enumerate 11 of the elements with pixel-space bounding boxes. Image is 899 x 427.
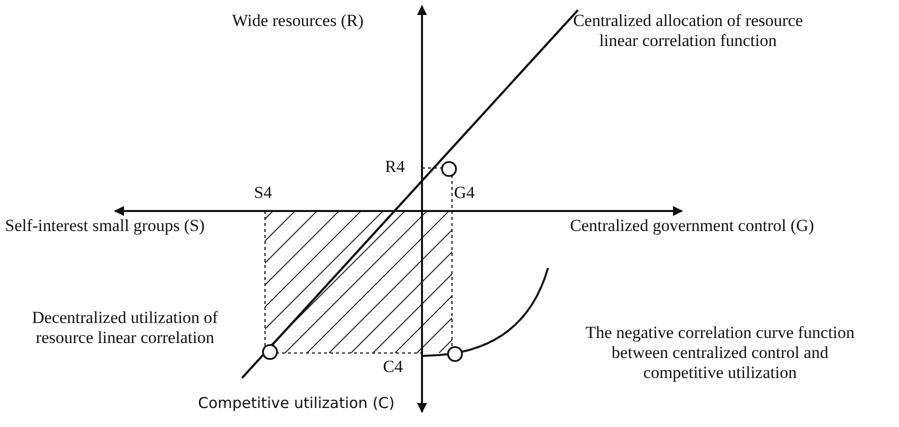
point-label: R4 [385,157,406,177]
axis-label: Wide resources (R) [232,11,364,31]
line-annotation: Centralized allocation of resource linear correlation function [572,11,804,51]
line-annotation: Decentralized utilization of resource linear correlation [31,308,219,348]
point-label: C4 [383,357,404,377]
axis-label: Centralized government control (G) [570,216,816,236]
axis-label: Self-interest small groups (S) [5,216,206,236]
axis-label: Competitive utilization (C) [198,393,396,413]
point-label: G4 [454,183,476,203]
point-label: S4 [254,183,273,203]
curve-annotation: The negative correlation curve function between centralized control and competitive utilization [584,323,856,383]
